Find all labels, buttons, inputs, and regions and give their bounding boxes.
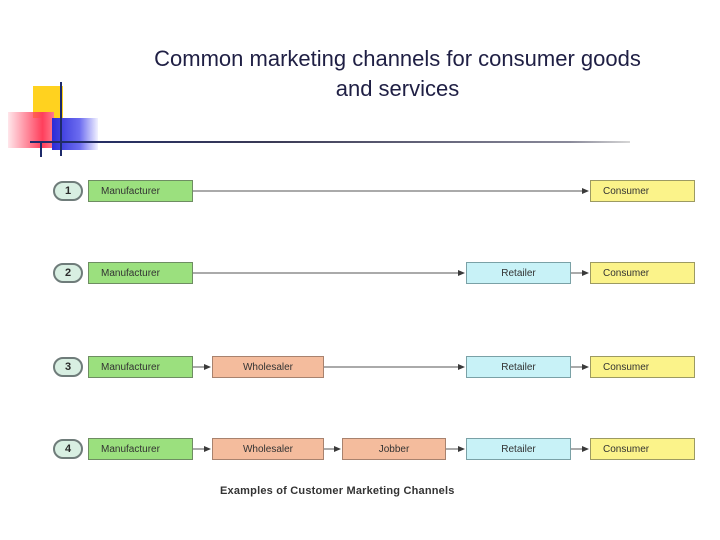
channel-node-label: Consumer (603, 362, 650, 373)
channel-number-badge: 4 (53, 439, 83, 459)
channel-node-manufacturer: Manufacturer (88, 262, 193, 284)
channel-node-label: Retailer (501, 268, 536, 279)
channel-node-label: Wholesaler (242, 362, 294, 373)
channel-node-retailer: Retailer (466, 262, 571, 284)
channel-node-label: Retailer (501, 362, 536, 373)
slide-title: Common marketing channels for consumer g… (95, 44, 700, 104)
channel-node-label: Consumer (603, 444, 650, 455)
channel-node-wholesaler: Wholesaler (212, 438, 324, 460)
channel-node-retailer: Retailer (466, 438, 571, 460)
channel-node-consumer: Consumer (590, 356, 695, 378)
channel-node-label: Manufacturer (101, 362, 160, 373)
channel-number-label: 2 (64, 267, 72, 279)
channel-node-consumer: Consumer (590, 438, 695, 460)
channel-node-consumer: Consumer (590, 180, 695, 202)
channel-node-label: Wholesaler (242, 444, 294, 455)
channel-node-label: Manufacturer (101, 444, 160, 455)
decor-vertical-line (60, 82, 62, 156)
channel-node-label: Manufacturer (101, 186, 160, 197)
channel-node-label: Retailer (501, 444, 536, 455)
channel-node-label: Consumer (603, 186, 650, 197)
decor-corner-line (40, 141, 42, 157)
channel-number-badge: 3 (53, 357, 83, 377)
channel-number-badge: 2 (53, 263, 83, 283)
decor-horizontal-rule (30, 141, 630, 143)
slide-title-line-2: and services (335, 76, 460, 101)
channel-node-retailer: Retailer (466, 356, 571, 378)
channel-number-label: 4 (64, 443, 72, 455)
channel-number-label: 3 (64, 361, 72, 373)
channel-number-badge: 1 (53, 181, 83, 201)
channel-node-wholesaler: Wholesaler (212, 356, 324, 378)
channel-node-label: Manufacturer (101, 268, 160, 279)
channel-node-label: Consumer (603, 268, 650, 279)
channel-node-jobber: Jobber (342, 438, 446, 460)
slide-title-line-1: Common marketing channels for consumer g… (154, 46, 641, 71)
diagram-caption: Examples of Customer Marketing Channels (220, 485, 455, 497)
channel-node-manufacturer: Manufacturer (88, 356, 193, 378)
channel-node-manufacturer: Manufacturer (88, 438, 193, 460)
channel-node-label: Jobber (378, 444, 410, 455)
channel-node-manufacturer: Manufacturer (88, 180, 193, 202)
decor-blue-block (52, 118, 98, 150)
channel-number-label: 1 (64, 185, 72, 197)
channel-node-consumer: Consumer (590, 262, 695, 284)
